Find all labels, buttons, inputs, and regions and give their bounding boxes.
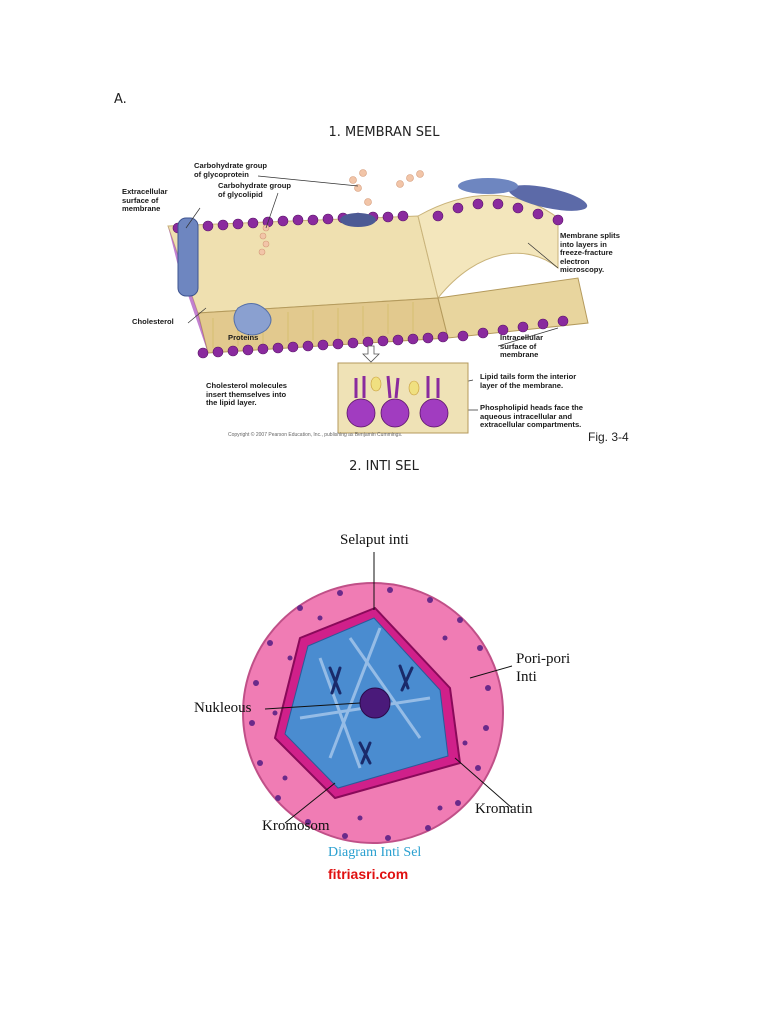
nucleus-heading: 2. INTI SEL <box>349 459 419 474</box>
label-line: of glycoprotein <box>194 169 249 179</box>
watermark: fitriasri.com <box>328 866 409 882</box>
label-line: into layers in <box>560 239 607 249</box>
nucleolus <box>359 687 391 719</box>
label-line: freeze-fracture <box>560 248 613 258</box>
label-line: Carbohydrate group <box>218 181 291 190</box>
label-line: membrane <box>500 350 539 360</box>
label-line: microscopy. <box>560 265 605 275</box>
section-letter: A. <box>114 92 127 107</box>
label-line: surface of <box>122 195 159 205</box>
protein-right <box>508 185 588 211</box>
label-line: Pori-pori <box>516 651 571 667</box>
diagram-caption: Diagram Inti Sel <box>328 845 422 860</box>
label-line: Intracellular <box>500 333 544 342</box>
label-line: Cholesterol molecules <box>206 381 288 390</box>
label-line: the lipid layer. <box>206 398 257 408</box>
figure-number: Fig. 3-4 <box>588 430 629 444</box>
label-proteins: Proteins <box>228 333 259 342</box>
label-line: extracellular compartments. <box>480 420 582 430</box>
label-line: membrane <box>122 204 161 214</box>
label-line: surface of <box>500 341 537 351</box>
label-carb-glycoprotein: Carbohydrate group of glycoprotein <box>194 161 267 179</box>
label-cholesterol-molecules: Cholesterol molecules insert themselves … <box>206 381 288 408</box>
label-selaput-inti: Selaput inti <box>340 532 409 548</box>
membrane-figure: Carbohydrate group of glycoprotein Carbo… <box>118 148 658 448</box>
chromosomes <box>328 664 414 765</box>
membrane-heading: 1. MEMBRAN SEL <box>328 125 440 140</box>
label-line: aqueous intracellular and <box>480 411 572 421</box>
label-kromatin: Kromatin <box>475 801 533 817</box>
label-lipid-tails: Lipid tails form the interior layer of t… <box>480 372 577 390</box>
pore-dots <box>249 587 491 841</box>
protein-right-2 <box>458 178 518 194</box>
label-extracellular: Extracellular surface of membrane <box>122 187 168 214</box>
label-line: Inti <box>516 669 537 685</box>
label-line: Carbohydrate group <box>194 161 267 170</box>
label-line: of glycolipid <box>218 189 263 199</box>
copyright-text: Copyright © 2007 Pearson Education, Inc.… <box>228 432 403 438</box>
label-line: electron <box>560 256 590 266</box>
label-membrane-splits: Membrane splits into layers in freeze-fr… <box>560 231 620 275</box>
label-line: insert themselves into <box>206 389 287 399</box>
label-line: Phospholipid heads face the <box>480 403 583 412</box>
label-line: Lipid tails form the interior <box>480 372 577 381</box>
label-carb-glycolipid: Carbohydrate group of glycolipid <box>218 181 291 199</box>
label-line: layer of the membrane. <box>480 380 564 390</box>
protein-bottom <box>233 303 272 336</box>
label-intracellular: Intracellular surface of membrane <box>500 333 544 360</box>
lower-layer <box>437 277 589 339</box>
label-line: Extracellular <box>122 187 168 196</box>
label-pori-pori-inti: Pori-pori Inti <box>516 650 570 686</box>
protein-top <box>340 213 376 227</box>
nucleus-illustration <box>242 552 513 844</box>
label-line: Membrane splits <box>560 231 620 240</box>
label-phospholipid-heads: Phospholipid heads face the aqueous intr… <box>480 403 583 430</box>
protein-left <box>177 217 199 297</box>
label-nukleous: Nukleous <box>194 700 252 716</box>
label-cholesterol: Cholesterol <box>132 317 174 326</box>
nucleus-figure: Selaput inti Pori-pori Inti Nukleous Kro… <box>190 532 590 888</box>
membrane-illustration <box>167 169 589 434</box>
leader-lines <box>264 552 513 824</box>
zoom-arrow <box>362 345 380 363</box>
label-kromosom: Kromosom <box>262 818 330 834</box>
